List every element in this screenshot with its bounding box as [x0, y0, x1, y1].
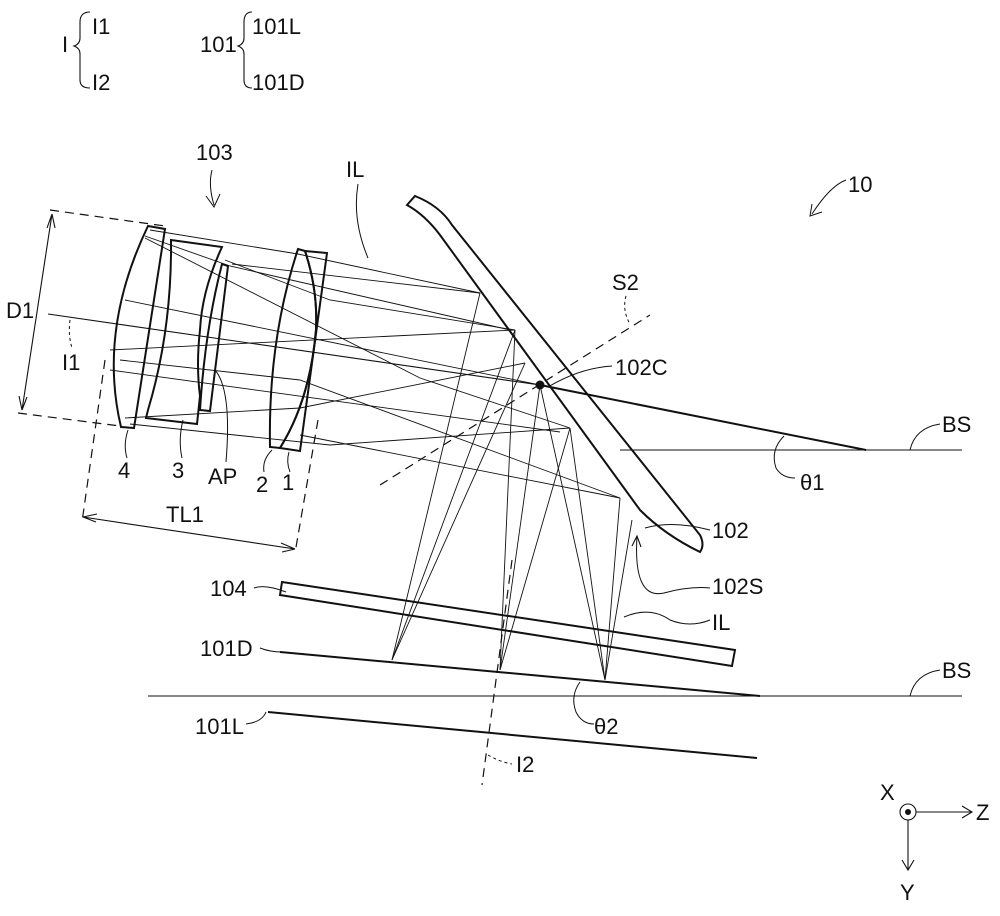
arrow-icon: [631, 534, 642, 548]
label-bs-bottom: BS: [942, 658, 971, 683]
label-i2: I2: [516, 752, 534, 777]
legend-101-symbol: 101: [200, 32, 237, 57]
leader-line: [623, 611, 711, 625]
label-102: 102: [712, 518, 749, 543]
dimension-extension: [294, 419, 319, 554]
plane-s2: [379, 314, 651, 486]
brace-icon: [236, 11, 253, 89]
dimension-arrow-d1: [18, 213, 56, 411]
leader-line: [287, 451, 291, 473]
leader-line: [909, 423, 941, 451]
label-102s: 102S: [712, 574, 763, 599]
label-102c: 102C: [615, 355, 668, 380]
lens-2: [268, 247, 318, 450]
label-lens-4: 4: [118, 458, 130, 483]
arrow-icon: [205, 169, 221, 208]
brace-icon: [72, 11, 91, 89]
axis-label-y: Y: [900, 880, 915, 905]
dimension-extension: [17, 412, 121, 427]
display-101l: [267, 711, 758, 759]
label-d1: D1: [6, 298, 34, 323]
label-i1: I1: [62, 350, 80, 375]
legend-101d: 101D: [252, 70, 305, 95]
legend-group-i: I I1 I2: [62, 11, 110, 95]
element-104: [278, 580, 737, 668]
label-tl1: TL1: [166, 502, 204, 527]
legend-i2: I2: [92, 70, 110, 95]
lens-4: [112, 224, 167, 430]
leader-line: [636, 535, 711, 595]
angle-arc-theta1: [773, 435, 796, 479]
label-il-bottom: IL: [712, 610, 730, 635]
label-theta2: θ2: [594, 714, 618, 739]
label-theta1: θ1: [800, 470, 824, 495]
lens-3: [144, 238, 224, 426]
y-axis-arrow: [901, 820, 915, 872]
virtual-image-line: [539, 384, 867, 451]
label-104: 104: [210, 576, 247, 601]
label-lens-3: 3: [172, 458, 184, 483]
leader-line: [263, 449, 273, 473]
leader-line: [487, 754, 513, 765]
axis-label-z: Z: [976, 800, 989, 825]
leader-line: [179, 419, 184, 459]
point-102c: [535, 380, 545, 390]
label-s2: S2: [612, 270, 639, 295]
leader-line: [214, 369, 229, 463]
leader-line: [909, 669, 941, 697]
leader-line: [624, 295, 631, 325]
optical-axis-i1: [47, 313, 541, 386]
label-101l: 101L: [195, 714, 244, 739]
label-aperture: AP: [208, 464, 237, 489]
leader-line: [124, 429, 129, 459]
label-bs-top: BS: [942, 412, 971, 437]
dot-icon: [905, 809, 911, 815]
windshield-102: [405, 194, 704, 554]
leader-line: [547, 365, 613, 388]
display-101d: [279, 651, 761, 697]
legend-i1: I1: [92, 14, 110, 39]
legend-group-101: 101 101L 101D: [200, 11, 305, 95]
legend-i-symbol: I: [62, 32, 68, 57]
dimension-extension: [81, 359, 106, 523]
angle-arc-theta2: [573, 681, 595, 725]
leader-line: [68, 319, 73, 349]
leader-line: [253, 586, 287, 593]
label-lens-1: 1: [282, 470, 294, 495]
legend-101l: 101L: [252, 14, 301, 39]
coordinate-axes: X Z Y: [880, 780, 989, 905]
z-axis-arrow: [916, 805, 974, 819]
leader-line: [355, 183, 369, 259]
label-101d: 101D: [200, 636, 253, 661]
axis-i2: [481, 559, 513, 786]
light-rays-il: [109, 229, 633, 681]
label-il-top: IL: [346, 157, 364, 182]
axis-label-x: X: [880, 780, 895, 805]
leader-line: [245, 711, 267, 725]
leader-line: [644, 523, 711, 531]
dimension-extension: [49, 209, 166, 227]
aperture-element: [198, 262, 230, 413]
label-lens-2: 2: [256, 472, 268, 497]
label-103: 103: [196, 140, 233, 165]
leader-line: [259, 647, 283, 653]
label-10: 10: [848, 172, 872, 197]
arrow-icon: [809, 179, 847, 217]
dimension-arrow-tl1: [82, 513, 296, 553]
